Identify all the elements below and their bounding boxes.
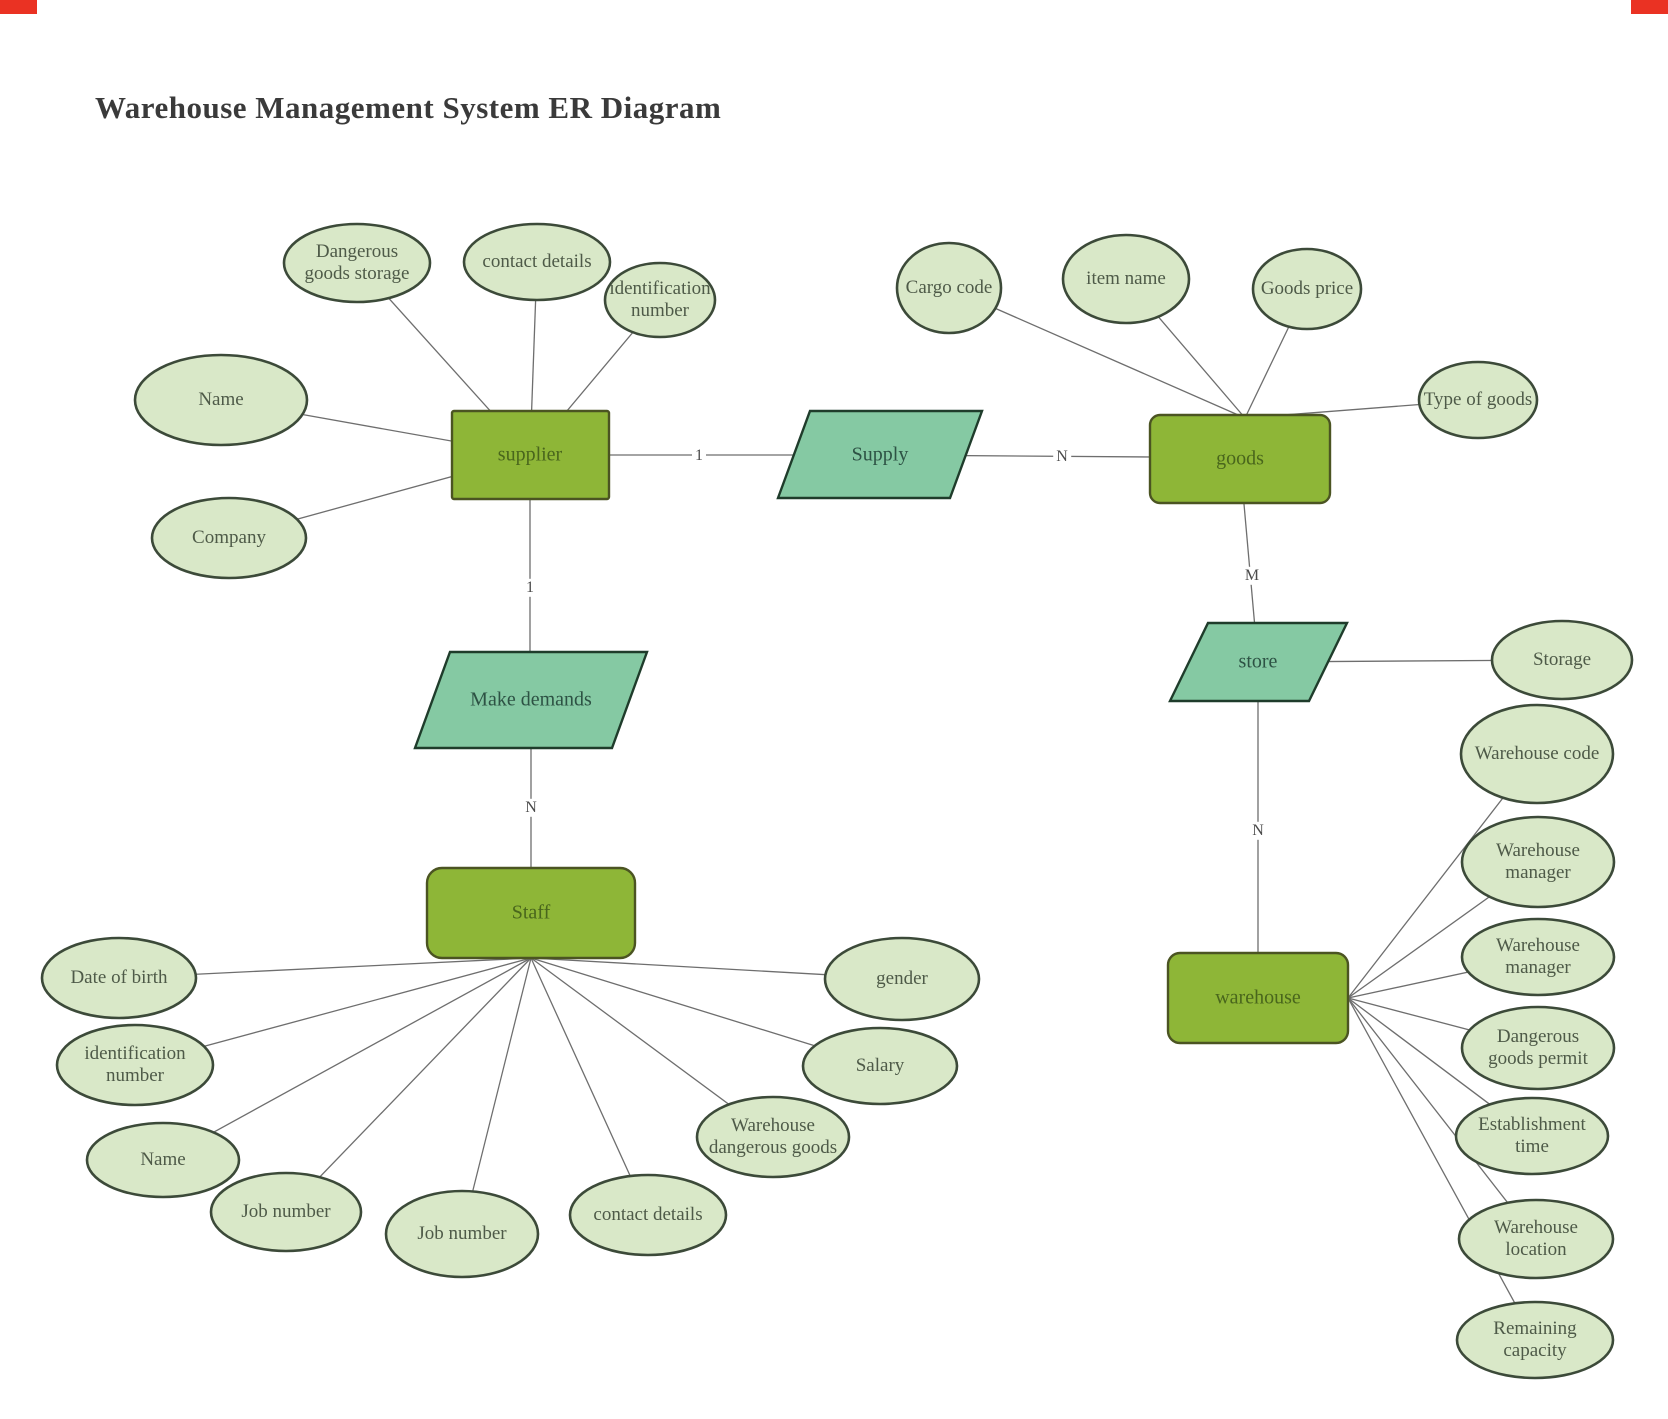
attribute-identification-number-staff <box>55 1023 215 1107</box>
attribute-warehouse-location <box>1457 1198 1615 1280</box>
edge-warehouse-location <box>1347 997 1537 1240</box>
edge-staff-job-number-1 <box>285 957 532 1213</box>
diagram-title: Warehouse Management System ER Diagram <box>95 90 722 125</box>
entity-shapes <box>425 409 1350 1045</box>
attribute-dangerous-goods-storage <box>282 222 432 304</box>
relationship-supply <box>776 409 984 500</box>
attribute-remaining-capacity <box>1455 1300 1615 1380</box>
edge-staff-job-number-2 <box>461 957 532 1235</box>
attribute-identification-number-supplier <box>603 261 717 339</box>
attribute-name-supplier <box>133 353 309 447</box>
edge-staff-contact-details <box>530 957 649 1216</box>
attribute-gender <box>823 936 981 1022</box>
attribute-type-of-goods <box>1417 360 1539 440</box>
attribute-warehouse-code <box>1459 703 1615 805</box>
attribute-warehouse-manager-1 <box>1460 815 1616 909</box>
red-marker-top-right <box>1631 0 1668 14</box>
attribute-salary <box>801 1026 959 1106</box>
attribute-contact-details-staff <box>568 1173 728 1257</box>
entity-staff <box>425 866 637 960</box>
entity-goods <box>1148 413 1332 505</box>
entity-supplier <box>450 409 611 501</box>
attribute-shapes <box>40 222 1634 1380</box>
attribute-cargo-code <box>895 241 1003 335</box>
attribute-date-of-birth <box>40 936 198 1020</box>
red-marker-top-left <box>0 0 37 14</box>
attribute-goods-price <box>1251 247 1363 331</box>
attribute-name-staff <box>85 1121 241 1199</box>
relationship-shapes <box>413 409 1349 750</box>
attribute-job-number-2 <box>384 1189 540 1279</box>
attribute-warehouse-manager-2 <box>1460 917 1616 997</box>
attribute-dangerous-goods-permit <box>1460 1005 1616 1091</box>
entity-warehouse <box>1166 951 1350 1045</box>
relationship-make-demands <box>413 650 649 750</box>
relationship-store <box>1168 621 1349 703</box>
edge-staff-name <box>162 957 532 1161</box>
attribute-warehouse-dangerous-goods <box>695 1095 851 1179</box>
attribute-contact-details-supplier <box>462 222 612 302</box>
attribute-establishment-time <box>1454 1096 1610 1176</box>
attribute-item-name <box>1061 233 1191 325</box>
attribute-storage <box>1490 619 1634 701</box>
attribute-company <box>150 496 308 580</box>
edge-goods-cargo-code <box>948 287 1246 419</box>
attribute-job-number-1 <box>209 1171 363 1253</box>
edge-warehouse-remaining-capacity <box>1347 997 1536 1341</box>
